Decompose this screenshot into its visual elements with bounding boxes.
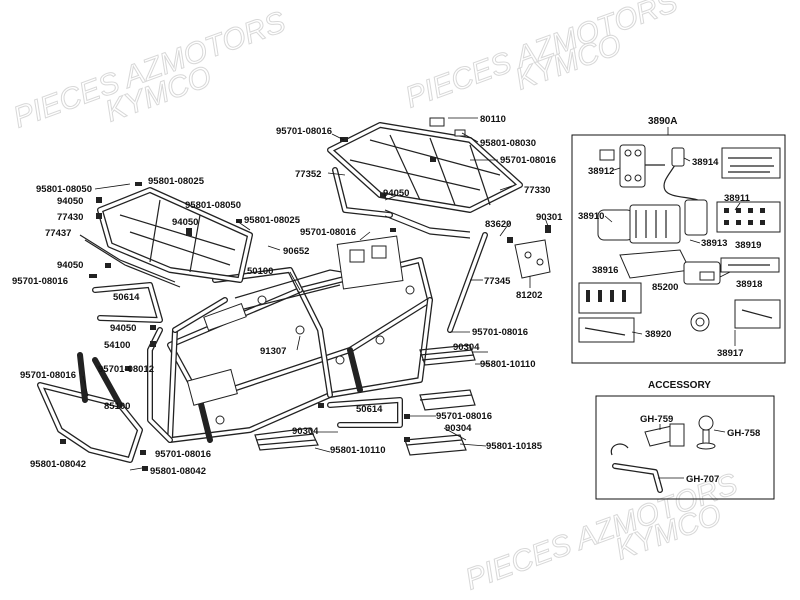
label-90304: 90304 bbox=[453, 342, 480, 353]
label-94050: 94050 bbox=[110, 323, 136, 334]
rear-brace bbox=[384, 209, 471, 233]
kit-label: 38919 bbox=[735, 240, 761, 251]
leader-lines bbox=[82, 117, 549, 471]
accessory-box: ACCESSORY GH-759 GH-758 GH-707 bbox=[595, 380, 775, 500]
label-54100: 54100 bbox=[104, 340, 130, 351]
bracket-81202 bbox=[514, 239, 551, 279]
winch-kit-box: 3890A bbox=[571, 116, 786, 364]
label-95801-08025: 95801-08025 bbox=[244, 215, 301, 226]
kit-label: 38910 bbox=[578, 211, 604, 222]
accessory-label: GH-759 bbox=[640, 414, 673, 425]
accessory-label: GH-707 bbox=[686, 474, 719, 485]
label-95701-08016: 95701-08016 bbox=[500, 155, 556, 166]
label-95701-08016: 95701-08016 bbox=[20, 370, 76, 381]
main-frame-drawing bbox=[147, 235, 433, 443]
kit-label: 38917 bbox=[717, 348, 743, 359]
label-90304: 90304 bbox=[292, 426, 319, 437]
kit-label: 38920 bbox=[645, 329, 671, 340]
label-95801-10110: 95801-10110 bbox=[480, 359, 535, 370]
label-95701-08016: 95701-08016 bbox=[436, 411, 492, 422]
accessory-title: ACCESSORY bbox=[648, 380, 711, 391]
kit-box-title: 3890A bbox=[648, 116, 677, 127]
label-77437: 77437 bbox=[45, 228, 71, 239]
label-77330: 77330 bbox=[524, 185, 550, 196]
front-rack bbox=[79, 187, 253, 288]
label-95701-08016: 95701-08016 bbox=[276, 126, 332, 137]
label-91307: 91307 bbox=[260, 346, 286, 357]
label-81202: 81202 bbox=[516, 290, 542, 301]
kit-label: 38916 bbox=[592, 265, 618, 276]
label-95801-08042: 95801-08042 bbox=[150, 466, 206, 477]
label-95701-08016: 95701-08016 bbox=[155, 449, 211, 460]
kit-label: 85200 bbox=[652, 282, 678, 293]
label-90304: 90304 bbox=[445, 423, 472, 434]
label-95801-10110: 95801-10110 bbox=[330, 445, 385, 456]
label-95801-08025: 95801-08025 bbox=[148, 176, 205, 187]
label-77430: 77430 bbox=[57, 212, 83, 223]
label-95801-08042: 95801-08042 bbox=[30, 459, 86, 470]
label-94050: 94050 bbox=[383, 188, 409, 199]
label-94050: 94050 bbox=[57, 260, 83, 271]
label-85100: 85100 bbox=[104, 401, 130, 412]
kit-label: 38914 bbox=[692, 157, 719, 168]
part-labels: 80110 95801-08030 95701-08016 95701-0801… bbox=[12, 114, 563, 477]
label-83620: 83620 bbox=[485, 219, 511, 230]
kit-label: 38911 bbox=[724, 193, 751, 204]
front-bumper bbox=[37, 352, 143, 463]
label-95701-08016: 95701-08016 bbox=[472, 327, 528, 338]
label-90301: 90301 bbox=[536, 212, 563, 223]
label-95701-08012: 95701-08012 bbox=[98, 364, 154, 375]
footrest-grid bbox=[254, 344, 476, 456]
label-80110: 80110 bbox=[480, 114, 506, 125]
label-94050: 94050 bbox=[172, 217, 198, 228]
accessory-label: GH-758 bbox=[727, 428, 760, 439]
kit-label: 38912 bbox=[588, 166, 614, 177]
hardware-marks bbox=[60, 137, 551, 471]
label-50100: 50100 bbox=[247, 266, 273, 277]
label-95801-08050: 95801-08050 bbox=[185, 200, 241, 211]
label-95801-08030: 95801-08030 bbox=[480, 138, 536, 149]
label-95701-08016: 95701-08016 bbox=[12, 276, 68, 287]
label-50614: 50614 bbox=[356, 404, 383, 415]
label-94050: 94050 bbox=[57, 196, 83, 207]
label-95801-10185: 95801-10185 bbox=[486, 441, 543, 452]
kit-label: 38918 bbox=[736, 279, 762, 290]
label-90652: 90652 bbox=[283, 246, 309, 257]
label-50614: 50614 bbox=[113, 292, 140, 303]
label-95701-08016: 95701-08016 bbox=[300, 227, 356, 238]
kit-label: 38913 bbox=[701, 238, 727, 249]
watermark-text: PIECES AZMOTORS bbox=[9, 6, 290, 135]
rear-rack bbox=[327, 117, 523, 218]
label-77345: 77345 bbox=[484, 276, 511, 287]
label-77352: 77352 bbox=[295, 169, 321, 180]
label-95801-08050: 95801-08050 bbox=[36, 184, 92, 195]
